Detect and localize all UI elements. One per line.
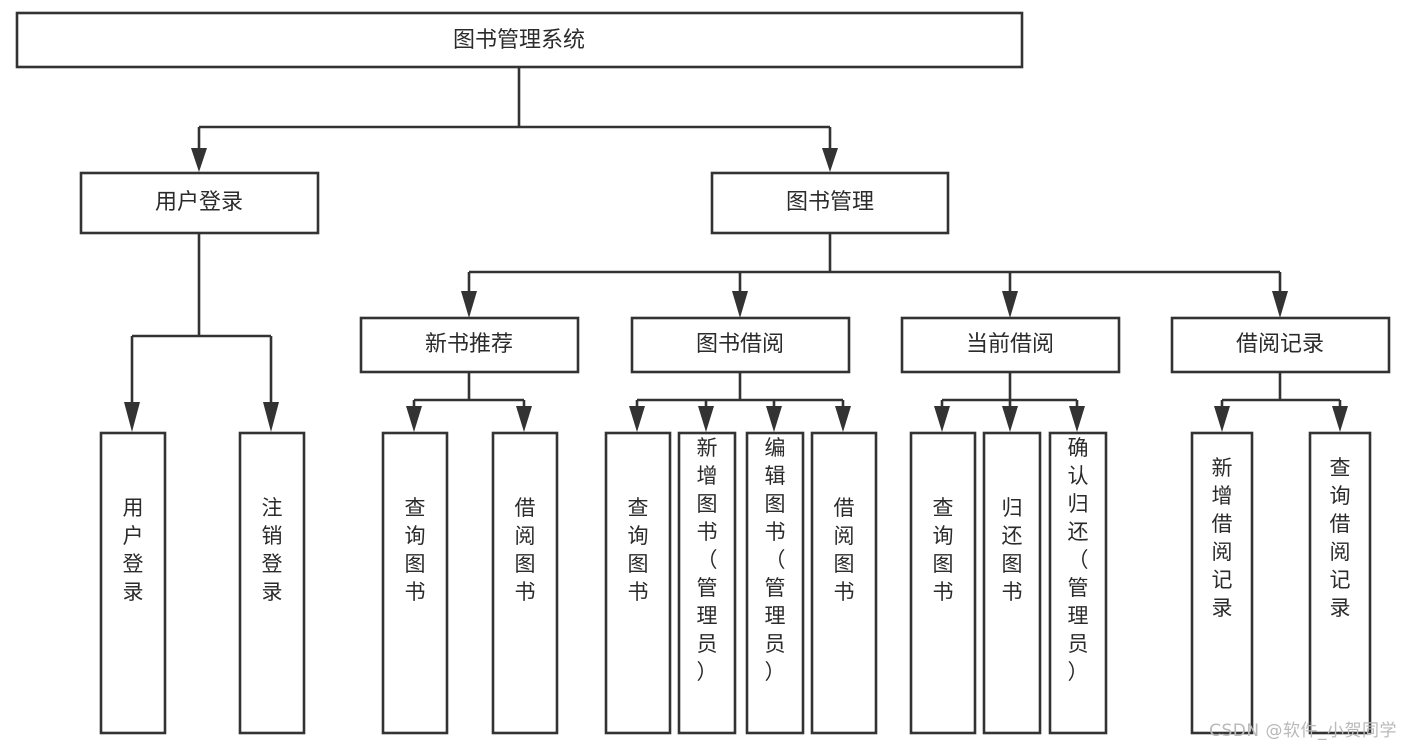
node-leaf-borrow-book-2[interactable]: 借阅图书 [810,431,878,735]
node-book-borrow-label: 图书借阅 [696,332,784,357]
node-leaf-query-book-3-label: 查询图书 [933,496,954,604]
node-leaf-return-book-label: 归还图书 [1002,496,1023,604]
node-current-borrow-label: 当前借阅 [966,332,1054,357]
node-leaf-borrow-book-1-label: 借阅图书 [515,496,536,604]
connector-bookmanage-to-level3 [461,233,1288,318]
node-leaf-edit-book-label: 编辑图书（管理员） [765,436,786,684]
node-leaf-logout-label: 注销登录 [262,496,283,604]
node-leaf-borrow-book-2-label: 借阅图书 [834,496,855,604]
node-book-manage[interactable]: 图书管理 [710,171,950,235]
node-root-label: 图书管理系统 [453,28,585,53]
connector-borrowrecord-to-leaves [1214,372,1348,432]
connector-root-to-level2 [191,68,838,172]
node-leaf-user-login[interactable]: 用户登录 [99,431,167,735]
node-leaf-query-book-2[interactable]: 查询图书 [604,431,672,735]
connector-userlogin-to-leaves [124,233,279,432]
node-borrow-record-label: 借阅记录 [1236,332,1324,357]
node-leaf-query-book-1-label: 查询图书 [405,496,426,604]
node-root[interactable]: 图书管理系统 [15,11,1024,69]
node-leaf-query-record[interactable]: 查询借阅记录 [1308,431,1372,735]
node-book-manage-label: 图书管理 [786,190,874,215]
node-leaf-add-record-label: 新增借阅记录 [1212,456,1233,620]
node-leaf-query-book-3[interactable]: 查询图书 [909,431,977,735]
node-current-borrow[interactable]: 当前借阅 [900,316,1121,374]
connector-newbook-to-leaves [406,372,532,432]
node-new-book-rec[interactable]: 新书推荐 [359,316,580,374]
node-user-login[interactable]: 用户登录 [79,171,320,235]
connector-bookborrow-to-leaves [629,372,851,432]
node-leaf-query-record-label: 查询借阅记录 [1330,456,1351,620]
node-leaf-add-book[interactable]: 新增图书（管理员） [677,431,737,735]
node-leaf-confirm-return[interactable]: 确认归还（管理员） [1048,431,1108,735]
node-user-login-label: 用户登录 [155,190,243,215]
node-leaf-add-book-label: 新增图书（管理员） [697,436,718,684]
node-book-borrow[interactable]: 图书借阅 [630,316,851,374]
node-borrow-record[interactable]: 借阅记录 [1170,316,1391,374]
node-leaf-borrow-book-1[interactable]: 借阅图书 [491,431,559,735]
node-leaf-logout[interactable]: 注销登录 [238,431,306,735]
node-leaf-return-book[interactable]: 归还图书 [982,431,1042,735]
connector-currentborrow-to-leaves [934,372,1085,432]
node-leaf-query-book-1[interactable]: 查询图书 [381,431,449,735]
node-leaf-confirm-return-label: 确认归还（管理员） [1068,436,1089,684]
node-leaf-edit-book[interactable]: 编辑图书（管理员） [745,431,805,735]
node-leaf-user-login-label: 用户登录 [123,496,144,604]
node-leaf-query-book-2-label: 查询图书 [628,496,649,604]
node-leaf-add-record[interactable]: 新增借阅记录 [1190,431,1254,735]
node-new-book-rec-label: 新书推荐 [425,332,513,357]
